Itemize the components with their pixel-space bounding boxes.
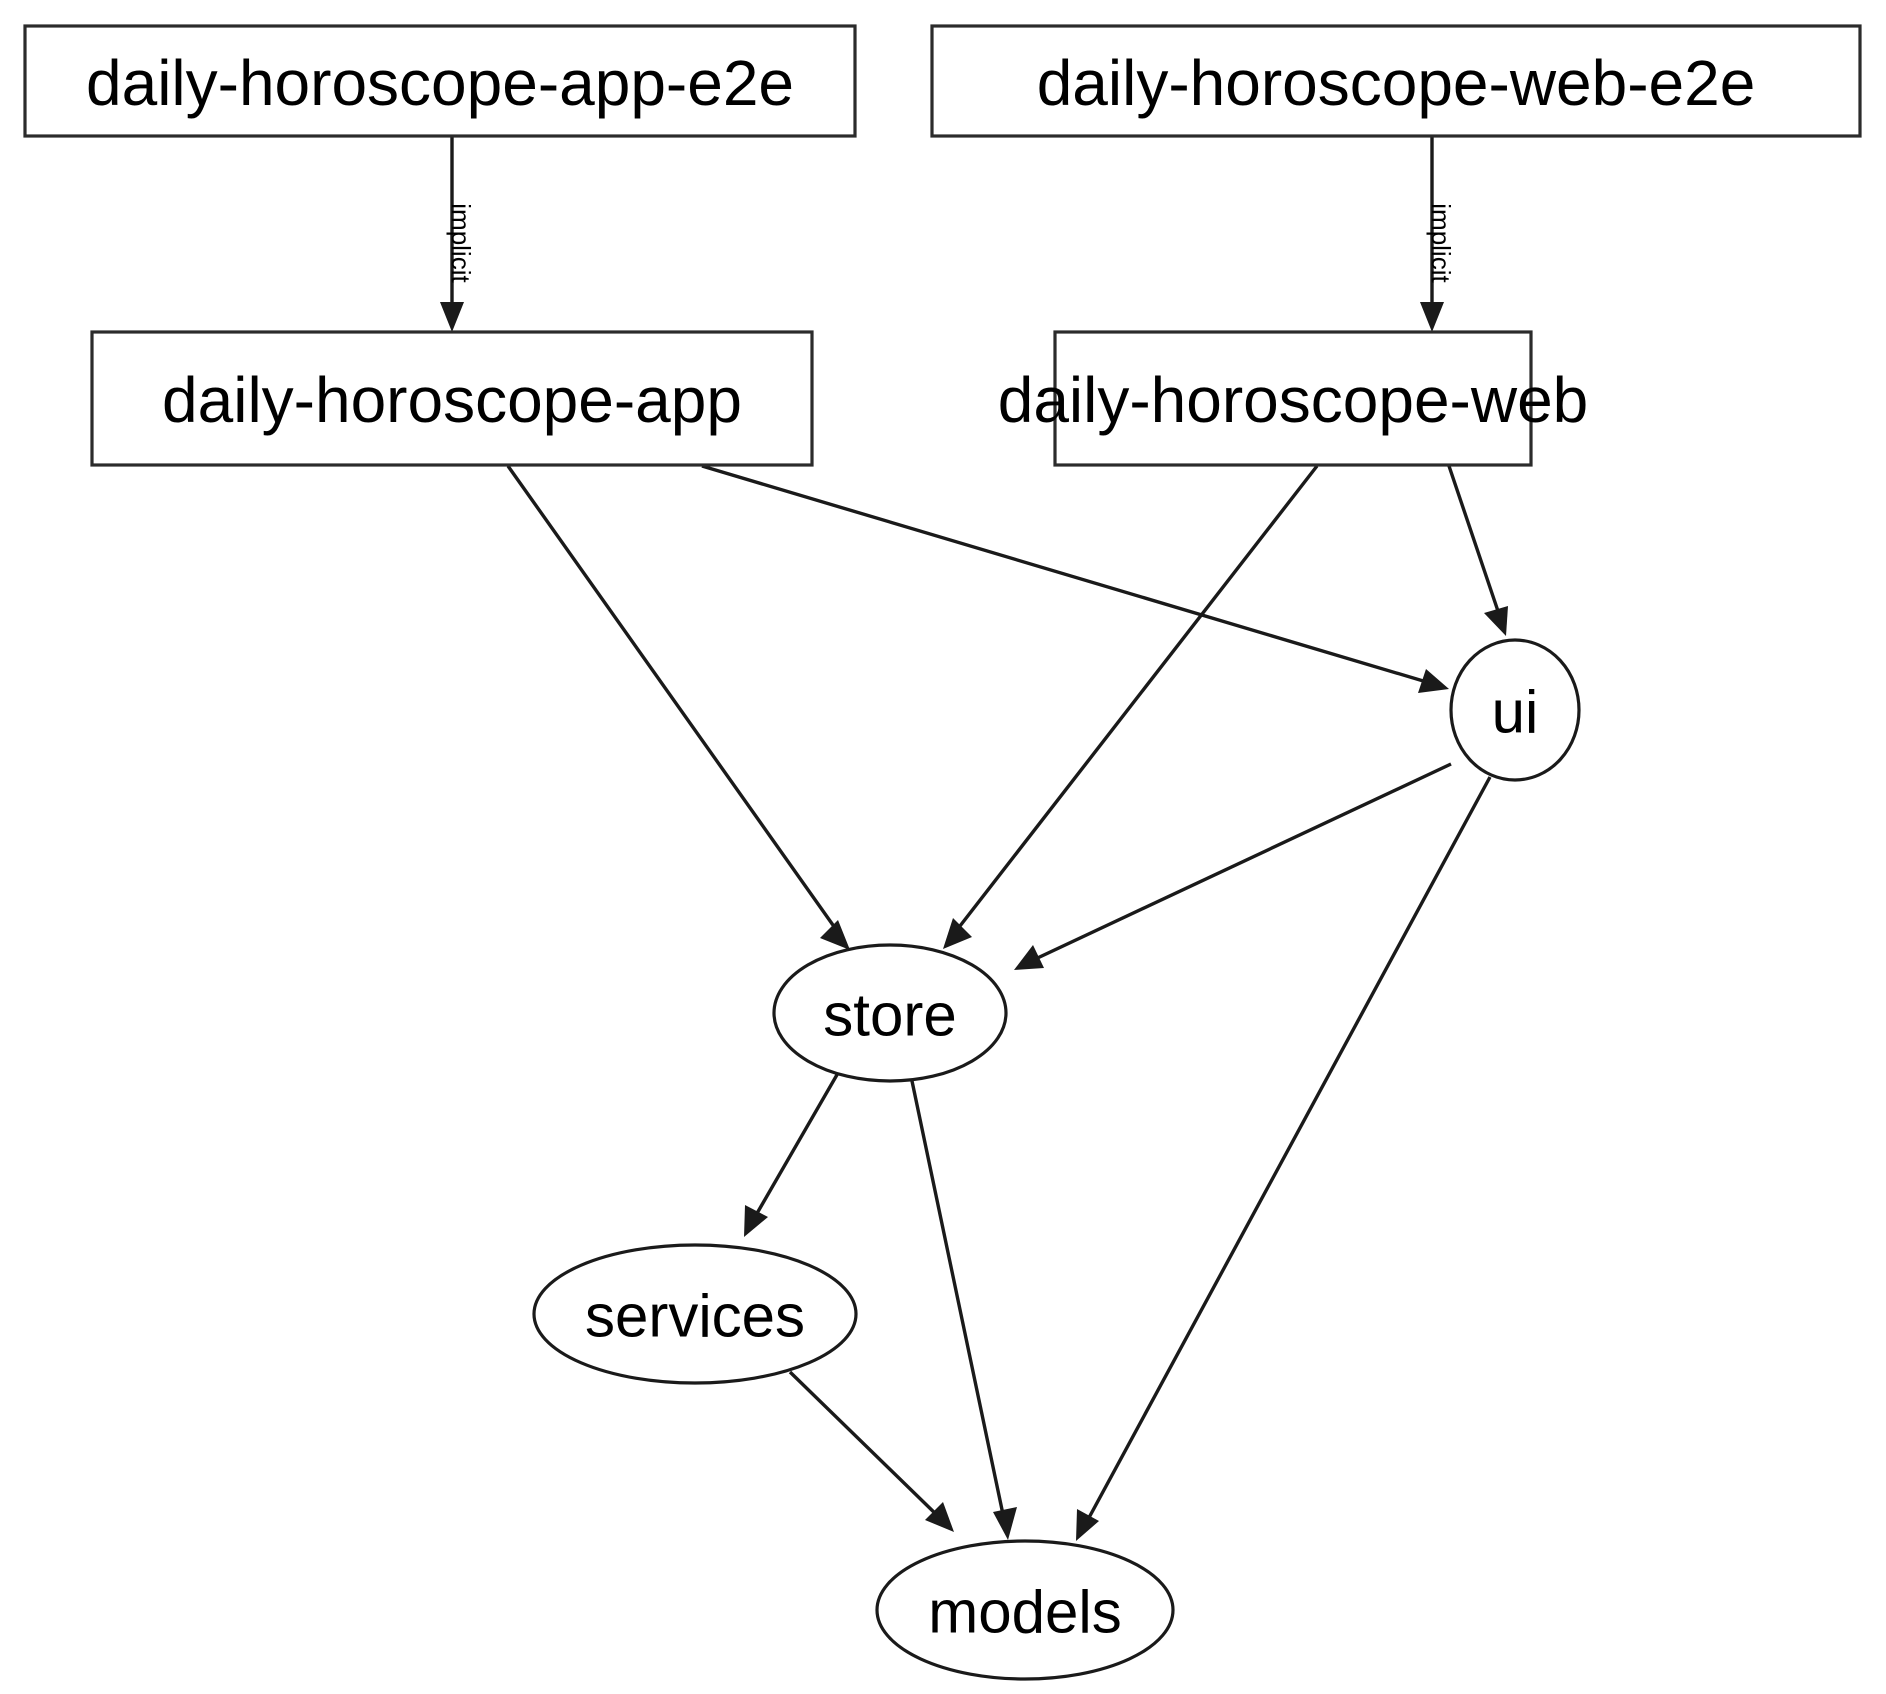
node-daily-horoscope-app-e2e[interactable]: daily-horoscope-app-e2e bbox=[23, 24, 857, 138]
arrowhead-icon bbox=[1014, 945, 1044, 970]
edge-app-to-ui[interactable] bbox=[701, 464, 1449, 693]
arrowhead-icon bbox=[925, 1502, 954, 1532]
node-box-shape bbox=[90, 330, 814, 467]
edge-label-implicit-app: implicit bbox=[446, 203, 476, 283]
node-label: store bbox=[823, 982, 956, 1049]
arrowhead-icon bbox=[1420, 302, 1444, 332]
edge-line bbox=[1447, 465, 1503, 621]
arrowhead-icon bbox=[993, 1507, 1017, 1540]
edge-line bbox=[951, 464, 1319, 937]
node-label: daily-horoscope-web bbox=[998, 364, 1589, 436]
edge-ui-to-models[interactable] bbox=[1076, 776, 1492, 1541]
node-box-shape bbox=[1053, 330, 1533, 467]
edge-ui-to-store[interactable] bbox=[1014, 762, 1452, 970]
node-daily-horoscope-app[interactable]: daily-horoscope-app bbox=[90, 330, 814, 467]
node-daily-horoscope-web-e2e[interactable]: daily-horoscope-web-e2e bbox=[930, 24, 1862, 138]
edge-store-to-services[interactable] bbox=[744, 1072, 840, 1237]
arrowhead-icon bbox=[943, 918, 972, 949]
node-label: daily-horoscope-app-e2e bbox=[86, 47, 794, 119]
arrowhead-icon bbox=[1076, 1509, 1099, 1541]
edge-line bbox=[788, 1370, 944, 1522]
edge-line bbox=[506, 465, 842, 936]
edge-web-to-ui[interactable] bbox=[1447, 465, 1508, 636]
node-layer: daily-horoscope-app-e2e daily-horoscope-… bbox=[23, 24, 1862, 1681]
node-models[interactable]: models bbox=[875, 1539, 1175, 1681]
arrowhead-icon bbox=[440, 302, 464, 332]
node-box-shape bbox=[930, 24, 1862, 138]
arrowhead-icon bbox=[1484, 606, 1508, 636]
node-label: services bbox=[585, 1283, 805, 1350]
arrowhead-icon bbox=[820, 920, 850, 950]
node-ellipse-shape bbox=[532, 1243, 858, 1385]
edge-line bbox=[1028, 762, 1452, 964]
edge-app-e2e-to-app[interactable] bbox=[440, 137, 464, 332]
node-ui[interactable]: ui bbox=[1449, 638, 1581, 782]
edge-web-to-store[interactable] bbox=[943, 464, 1319, 949]
edge-web-e2e-to-web[interactable] bbox=[1420, 137, 1444, 332]
node-label: daily-horoscope-web-e2e bbox=[1037, 47, 1756, 119]
node-daily-horoscope-web[interactable]: daily-horoscope-web bbox=[998, 330, 1589, 467]
node-label: models bbox=[928, 1579, 1121, 1646]
edge-line bbox=[750, 1072, 840, 1223]
node-box-shape bbox=[23, 24, 857, 138]
arrowhead-icon bbox=[1418, 669, 1449, 693]
node-label: daily-horoscope-app bbox=[162, 364, 742, 436]
node-store[interactable]: store bbox=[772, 943, 1008, 1083]
edge-line bbox=[1083, 776, 1492, 1526]
edge-services-to-models[interactable] bbox=[788, 1370, 954, 1532]
node-ellipse-shape bbox=[875, 1539, 1175, 1681]
node-services[interactable]: services bbox=[532, 1243, 858, 1385]
edge-app-to-store[interactable] bbox=[506, 465, 850, 950]
edge-line bbox=[910, 1080, 1007, 1525]
edge-label-implicit-web: implicit bbox=[1426, 203, 1456, 283]
node-ellipse-shape bbox=[1449, 638, 1581, 782]
edge-label-layer: implicit implicit bbox=[446, 203, 1456, 283]
arrowhead-icon bbox=[744, 1205, 768, 1237]
node-ellipse-shape bbox=[772, 943, 1008, 1083]
edge-layer bbox=[440, 137, 1508, 1541]
node-label: ui bbox=[1492, 679, 1539, 746]
edge-line bbox=[701, 464, 1431, 685]
edge-store-to-models[interactable] bbox=[910, 1080, 1017, 1540]
